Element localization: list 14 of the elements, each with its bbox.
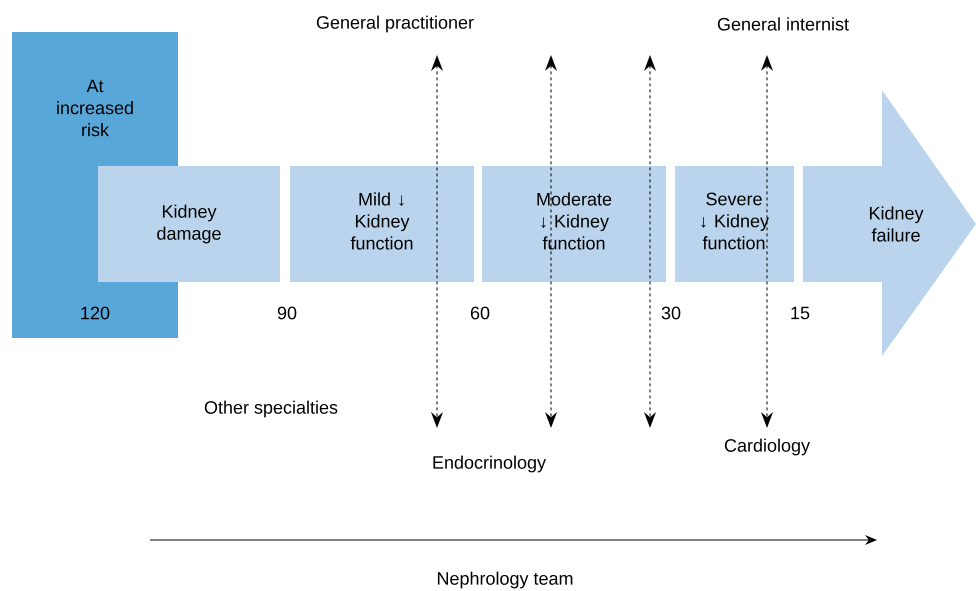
label-text: Cardiology	[724, 438, 810, 456]
label-text: 60	[470, 306, 490, 320]
label-text: Other specialties	[204, 400, 338, 418]
stage-box: Kidney damage	[98, 166, 280, 282]
stage-box: Moderate ↓ Kidney function	[482, 166, 666, 282]
label-text: General practitioner	[316, 16, 474, 32]
label-text: General internist	[718, 17, 849, 31]
stage-box: Mild ↓ Kidney function	[290, 166, 474, 282]
label-text: 30	[662, 306, 680, 320]
label-text: 120	[81, 306, 110, 320]
label-text: Nephrology team	[438, 572, 572, 588]
label-text: 90	[278, 306, 296, 320]
label-text: Endocrinology	[433, 456, 546, 472]
stage-box: Severe ↓ Kidney function	[675, 166, 794, 282]
